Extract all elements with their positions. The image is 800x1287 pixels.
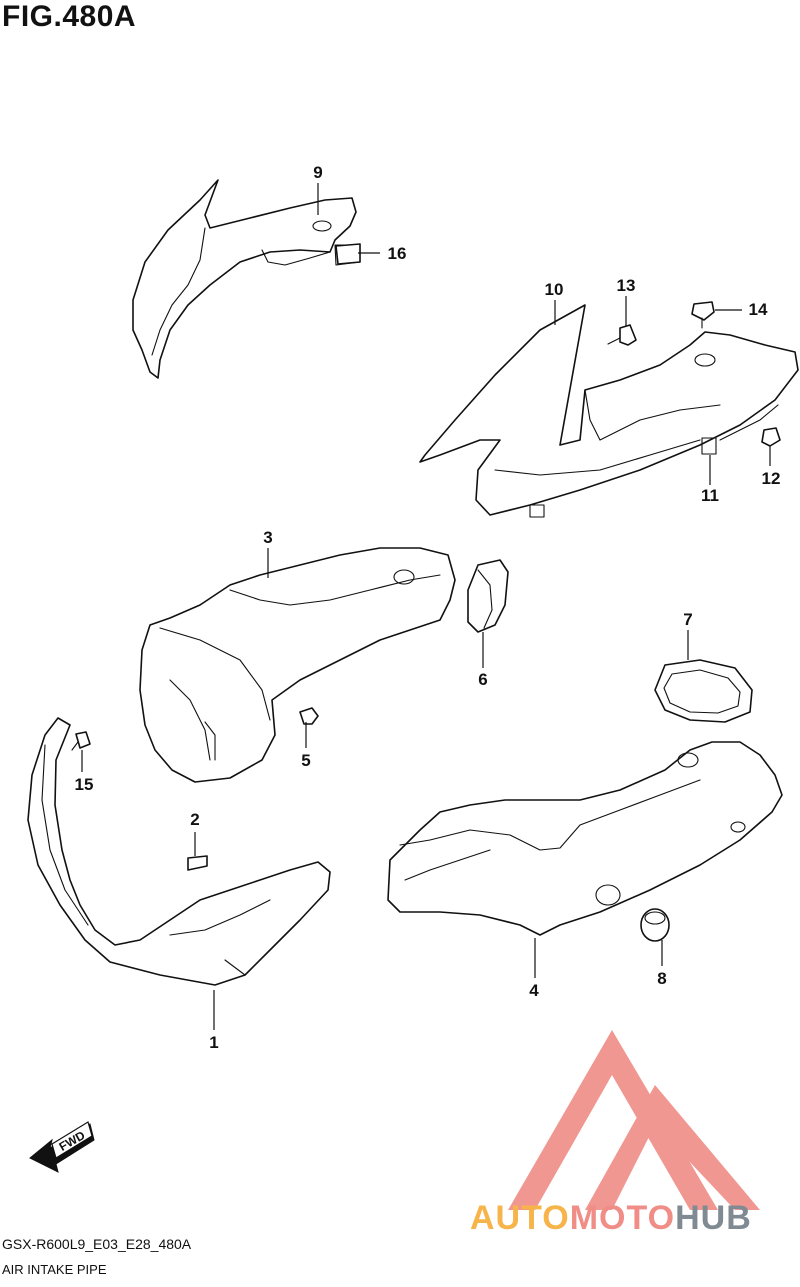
fwd-arrow-icon: FWD	[29, 1121, 95, 1173]
callout-9: 9	[313, 163, 322, 182]
watermark-brand-text: AUTOMOTOHUB	[470, 1199, 752, 1237]
part-13-screw	[607, 324, 637, 346]
figure-model-code: GSX-R600L9_E03_E28_480A	[2, 1236, 192, 1252]
callout-8: 8	[657, 969, 666, 988]
part-16-label	[335, 243, 361, 265]
callout-13: 13	[617, 276, 636, 295]
watermark-logo-icon	[508, 1030, 760, 1210]
callout-1: 1	[209, 1033, 218, 1052]
part-6-seal	[467, 559, 509, 633]
part-1-front-duct-panel	[27, 717, 331, 986]
part-3-intake-pipe	[139, 547, 456, 783]
callout-10: 10	[545, 280, 564, 299]
callout-5: 5	[301, 751, 310, 770]
part-15-screw	[71, 731, 91, 751]
figure-name: AIR INTAKE PIPE	[2, 1262, 107, 1277]
part-14-clip	[691, 301, 715, 329]
callout-3: 3	[263, 528, 272, 547]
callout-15: 15	[75, 775, 94, 794]
callout-2: 2	[190, 810, 199, 829]
callout-12: 12	[762, 469, 781, 488]
part-10-side-panel	[419, 304, 799, 518]
leader-lines	[81, 183, 771, 1030]
callout-7: 7	[683, 610, 692, 629]
callout-11: 11	[701, 486, 719, 505]
callout-6: 6	[478, 670, 487, 689]
callout-16: 16	[388, 244, 407, 263]
callout-14: 14	[749, 300, 768, 319]
callout-4: 4	[529, 981, 539, 1000]
part-9-duct-cover	[132, 179, 361, 379]
part-8-grommet	[640, 908, 670, 942]
figure-title: FIG.480A	[2, 0, 137, 33]
part-12-clip	[761, 427, 781, 447]
part-7-ring-seal	[654, 659, 753, 723]
part-4-lower-intake-duct	[387, 741, 783, 936]
part-2-label	[187, 855, 208, 871]
part-5-clip	[299, 707, 319, 725]
